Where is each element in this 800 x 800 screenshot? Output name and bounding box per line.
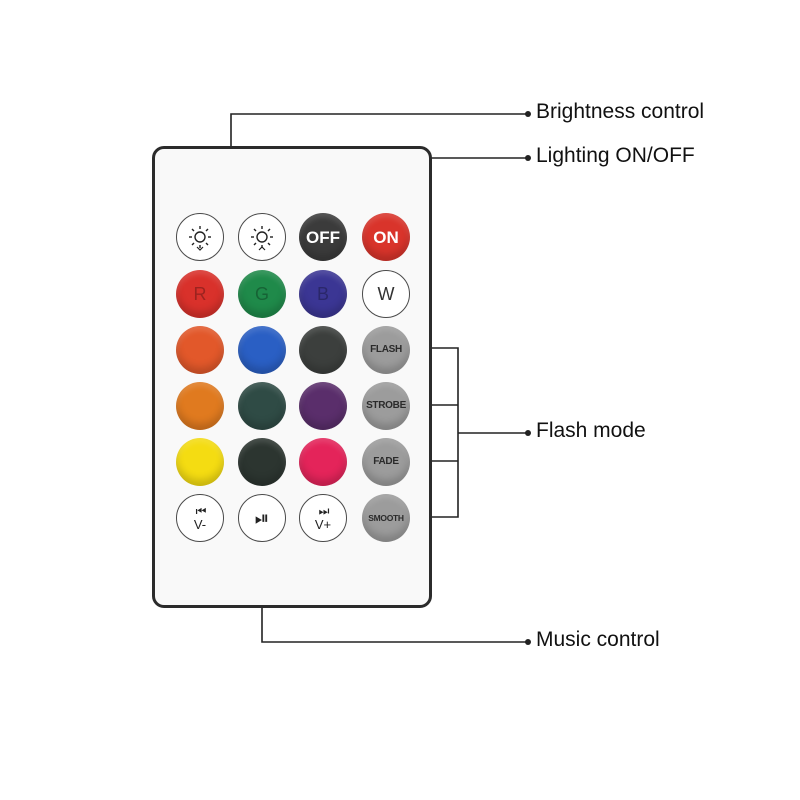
strobe-label: STROBE bbox=[366, 400, 406, 411]
color-button-pink[interactable] bbox=[299, 438, 347, 486]
color-button-orange-red[interactable] bbox=[176, 326, 224, 374]
flash-callout-dot bbox=[525, 430, 531, 436]
fade-button[interactable]: FADE bbox=[362, 438, 410, 486]
white-button[interactable]: W bbox=[362, 270, 410, 318]
lighting-onoff-label: Lighting ON/OFF bbox=[536, 144, 695, 167]
brightness-callout-dot bbox=[525, 111, 531, 117]
fade-label: FADE bbox=[373, 456, 399, 467]
blue-label: B bbox=[316, 284, 329, 304]
color-button-light-blue[interactable] bbox=[238, 326, 286, 374]
green-label: G bbox=[254, 284, 269, 304]
color-button-dark-gray[interactable] bbox=[299, 326, 347, 374]
sun-dim-icon bbox=[189, 226, 211, 251]
volume-down-label: V- bbox=[193, 517, 207, 532]
green-button[interactable]: G bbox=[238, 270, 286, 318]
music-control-label: Music control bbox=[536, 628, 660, 651]
next-volume-up-button[interactable]: ⏭ V+ bbox=[299, 494, 347, 542]
color-button-orange[interactable] bbox=[176, 382, 224, 430]
next-icon: ⏭ bbox=[318, 504, 330, 518]
off-label: OFF bbox=[306, 227, 340, 247]
white-label: W bbox=[377, 284, 395, 304]
red-label: R bbox=[193, 284, 207, 304]
off-button[interactable]: OFF bbox=[299, 213, 347, 261]
brightness-down-button[interactable] bbox=[176, 213, 224, 261]
sun-bright-icon bbox=[251, 226, 273, 251]
brightness-control-label: Brightness control bbox=[536, 100, 705, 123]
smooth-label: SMOOTH bbox=[368, 512, 404, 523]
flash-mode-label: Flash mode bbox=[536, 419, 646, 442]
blue-button[interactable]: B bbox=[299, 270, 347, 318]
on-button[interactable]: ON bbox=[362, 213, 410, 261]
red-button[interactable]: R bbox=[176, 270, 224, 318]
flash-button[interactable]: FLASH bbox=[362, 326, 410, 374]
color-button-yellow[interactable] bbox=[176, 438, 224, 486]
color-button-purple[interactable] bbox=[299, 382, 347, 430]
previous-icon: ⏮ bbox=[195, 504, 207, 518]
previous-volume-down-button[interactable]: ⏮ V- bbox=[176, 494, 224, 542]
lighting-callout-dot bbox=[525, 155, 531, 161]
brightness-up-button[interactable] bbox=[238, 213, 286, 261]
color-button-dark-teal[interactable] bbox=[238, 382, 286, 430]
volume-up-label: V+ bbox=[314, 517, 332, 532]
on-label: ON bbox=[373, 227, 399, 247]
smooth-button[interactable]: SMOOTH bbox=[362, 494, 410, 542]
strobe-button[interactable]: STROBE bbox=[362, 382, 410, 430]
play-pause-button[interactable]: ⏯ bbox=[238, 494, 286, 542]
play-pause-icon: ⏯ bbox=[254, 508, 270, 528]
flash-label: FLASH bbox=[370, 344, 402, 355]
color-button-charcoal[interactable] bbox=[238, 438, 286, 486]
music-callout-dot bbox=[525, 639, 531, 645]
